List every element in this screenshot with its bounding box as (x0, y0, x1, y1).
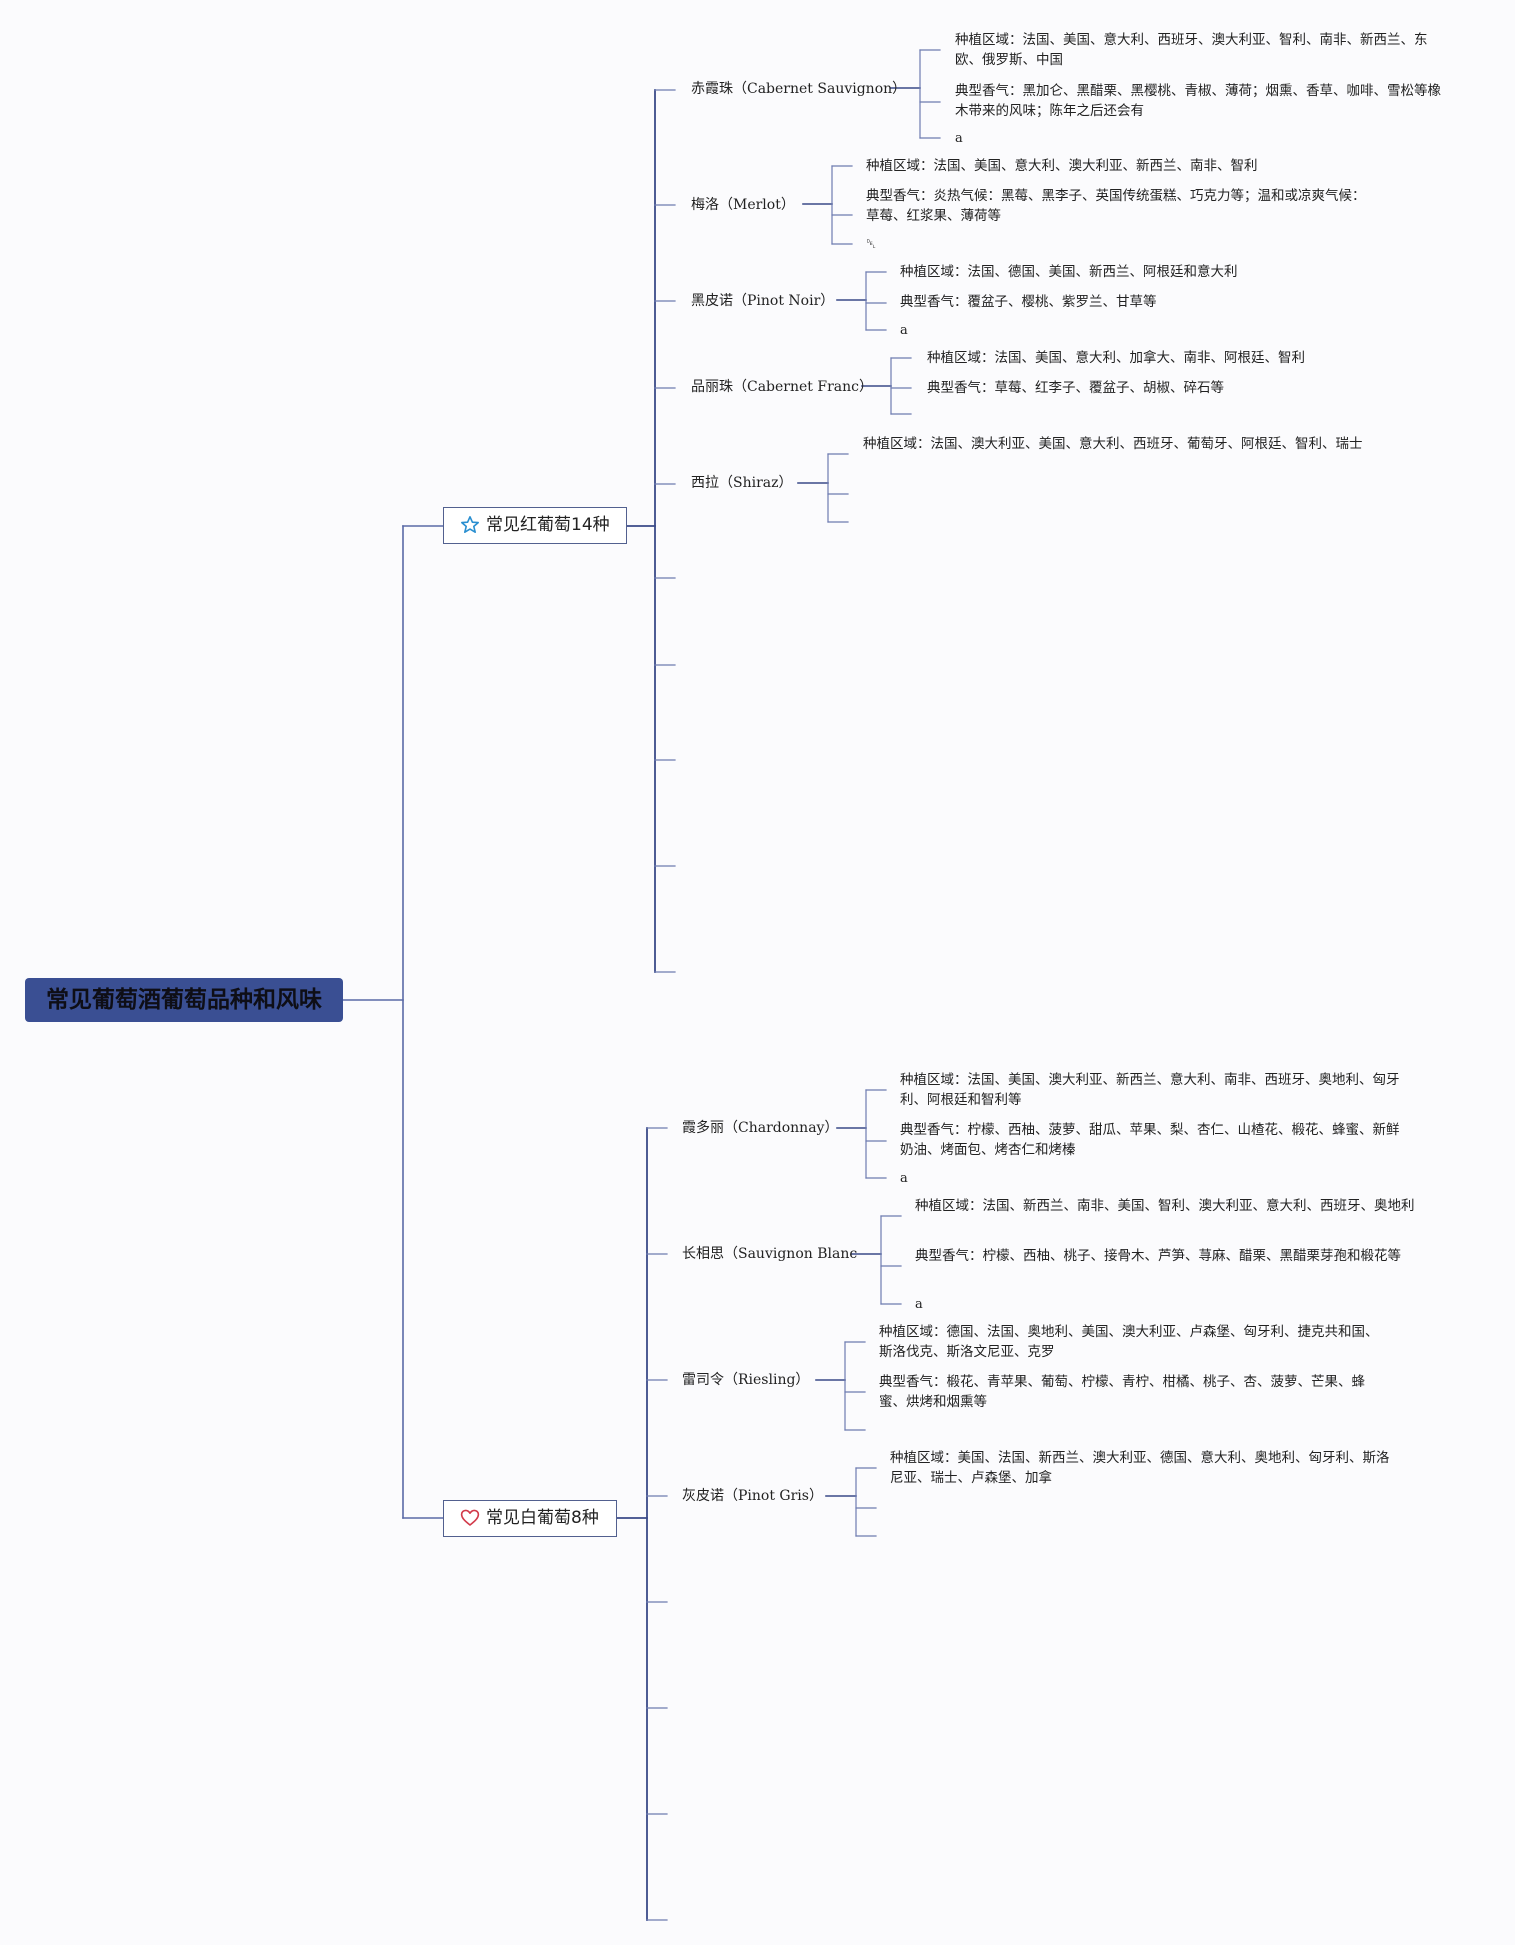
star-icon (461, 516, 479, 533)
variety-cabernet-sauvignon[interactable]: 赤霞珠（Cabernet Sauvignon） (691, 81, 907, 97)
detail-note: a (955, 131, 963, 146)
variety-merlot[interactable]: 梅洛（Merlot） (691, 197, 795, 213)
variety-sauvignon-blanc[interactable]: 长相思（Sauvignon Blanc (682, 1246, 858, 1262)
detail-region: 种植区域：法国、美国、澳大利亚、新西兰、意大利、南非、西班牙、奥地利、匈牙利、阿… (900, 1072, 1400, 1108)
detail-region: 种植区域：德国、法国、奥地利、美国、澳大利亚、卢森堡、匈牙利、捷克共和国、斯洛伐… (879, 1324, 1379, 1360)
variety-chardonnay[interactable]: 霞多丽（Chardonnay） (682, 1120, 839, 1136)
variety-pinot-gris[interactable]: 灰皮诺（Pinot Gris） (682, 1488, 823, 1504)
variety-shiraz[interactable]: 西拉（Shiraz） (691, 475, 793, 491)
detail-note: a (900, 1171, 908, 1186)
heart-icon (460, 1509, 480, 1526)
detail-region: 种植区域：法国、澳大利亚、美国、意大利、西班牙、葡萄牙、阿根廷、智利、瑞士 (863, 436, 1363, 452)
detail-aroma: 典型香气：黑加仑、黑醋栗、黑樱桃、青椒、薄荷；烟熏、香草、咖啡、雪松等橡木带来的… (955, 83, 1441, 119)
branch-white-grapes[interactable]: 常见白葡萄8种 (443, 1500, 617, 1537)
variety-riesling[interactable]: 雷司令（Riesling） (682, 1372, 810, 1388)
variety-pinot-noir[interactable]: 黑皮诺（Pinot Noir） (691, 293, 835, 309)
branch-red-grapes[interactable]: 常见红葡萄14种 (443, 507, 627, 544)
detail-aroma: 典型香气：覆盆子、樱桃、紫罗兰、甘草等 (900, 294, 1157, 310)
detail-aroma: 典型香气：炎热气候：黑莓、黑李子、英国传统蛋糕、巧克力等；温和或凉爽气候：草莓、… (866, 188, 1366, 224)
detail-region: 种植区域：法国、德国、美国、新西兰、阿根廷和意大利 (900, 264, 1238, 280)
detail-note: a (915, 1297, 923, 1312)
detail-aroma: 典型香气：草莓、红李子、覆盆子、胡椒、碎石等 (927, 380, 1224, 396)
detail-region: 种植区域：法国、美国、意大利、加拿大、南非、阿根廷、智利 (927, 350, 1305, 366)
detail-note: a (900, 323, 908, 338)
detail-region: 种植区域：法国、美国、意大利、澳大利亚、新西兰、南非、智利 (866, 158, 1258, 174)
root-topic[interactable]: 常见葡萄酒葡萄品种和风味 (25, 978, 343, 1022)
detail-region: 种植区域：法国、新西兰、南非、美国、智利、澳大利亚、意大利、西班牙、奥地利 (915, 1198, 1415, 1214)
branch-red-label: 常见红葡萄14种 (486, 515, 610, 535)
detail-aroma: 典型香气：柠檬、西柚、菠萝、甜瓜、苹果、梨、杏仁、山楂花、椴花、蜂蜜、新鲜奶油、… (900, 1122, 1400, 1158)
detail-aroma: 典型香气：椴花、青苹果、葡萄、柠檬、青柠、柑橘、桃子、杏、菠萝、芒果、蜂蜜、烘烤… (879, 1374, 1365, 1410)
detail-region: 种植区域：美国、法国、新西兰、澳大利亚、德国、意大利、奥地利、匈牙利、斯洛尼亚、… (890, 1450, 1390, 1486)
detail-region: 种植区域：法国、美国、意大利、西班牙、澳大利亚、智利、南非、新西兰、东欧、俄罗斯… (955, 32, 1428, 68)
variety-cabernet-franc[interactable]: 品丽珠（Cabernet Franc） (691, 379, 873, 395)
detail-note: ␡ (866, 237, 877, 252)
branch-white-label: 常见白葡萄8种 (486, 1508, 599, 1528)
detail-aroma: 典型香气：柠檬、西柚、桃子、接骨木、芦笋、荨麻、醋栗、黑醋栗芽孢和椴花等 (915, 1248, 1401, 1264)
